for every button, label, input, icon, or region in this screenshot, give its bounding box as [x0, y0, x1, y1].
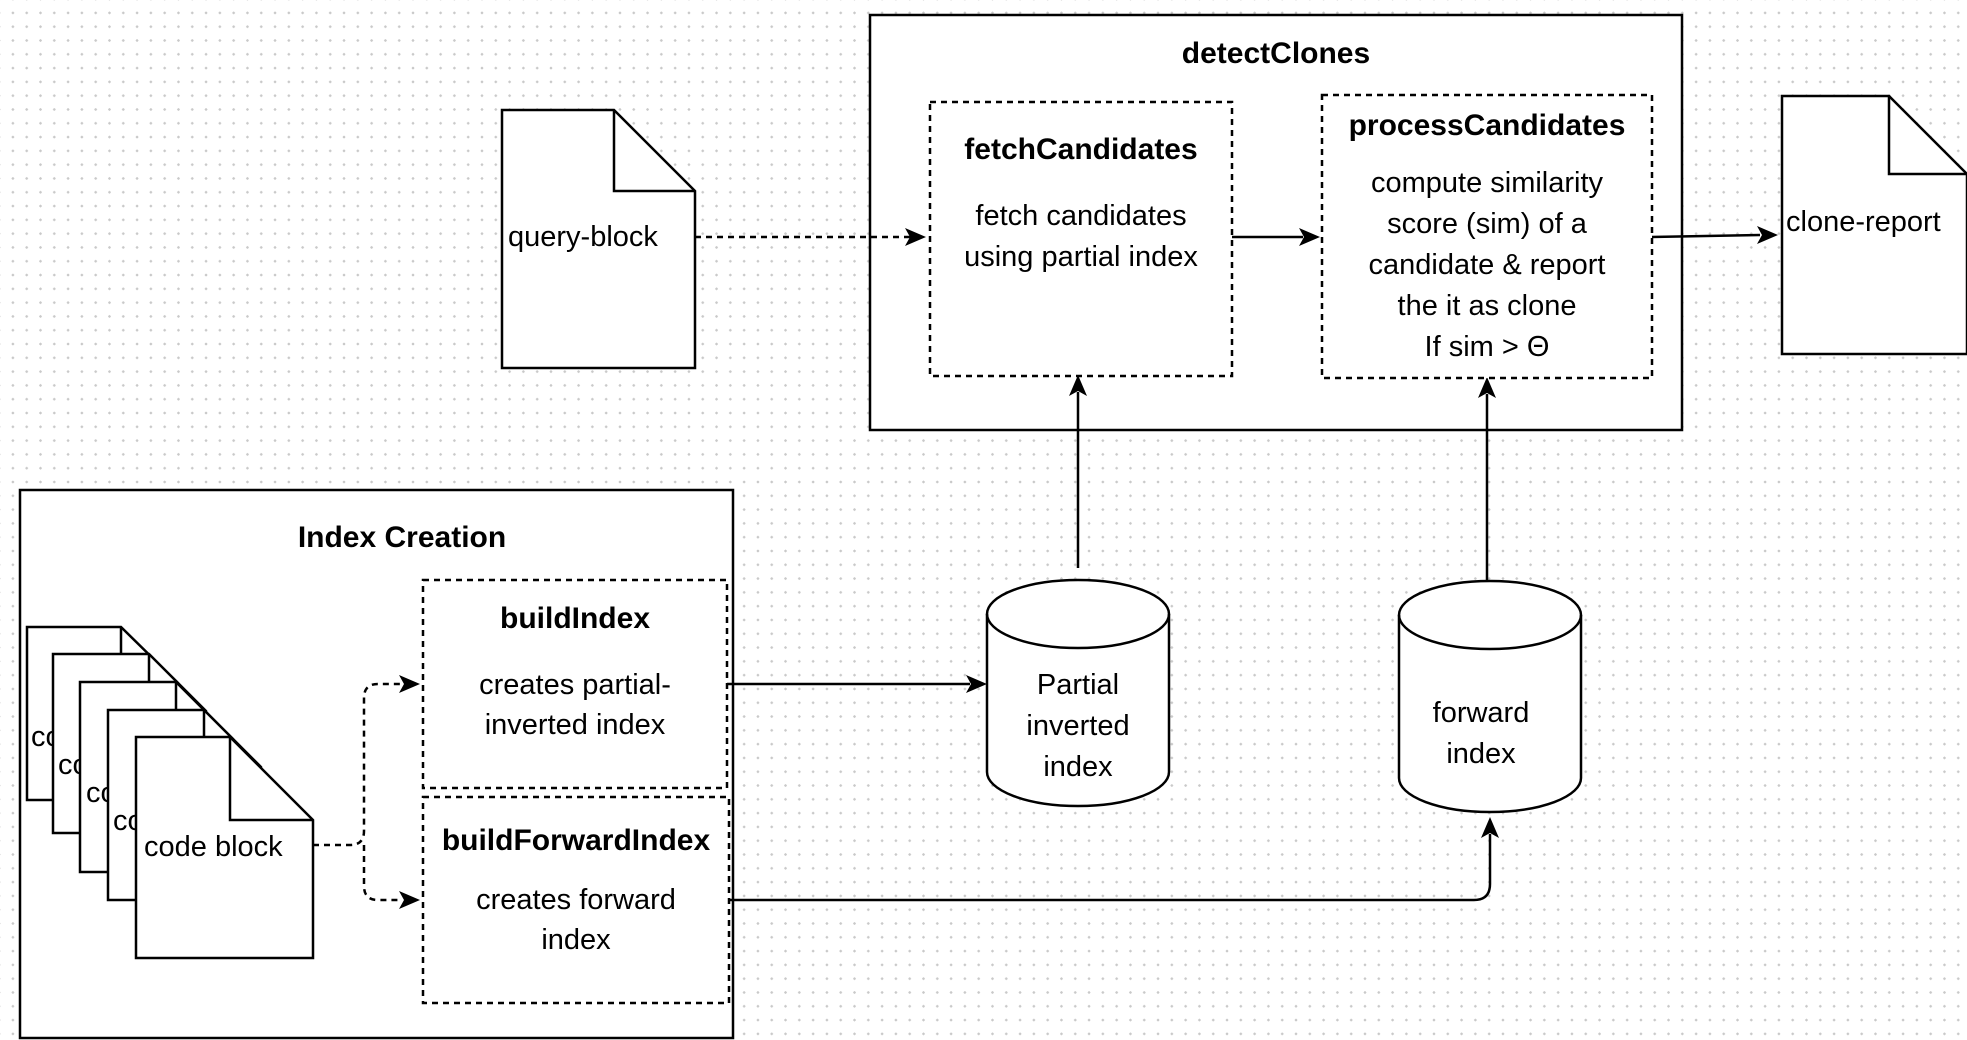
fetch-candidates-box: fetchCandidates fetch candidates using p…: [928, 100, 1234, 378]
clone-report-document: clone-report: [1780, 94, 1967, 356]
forward-index-label-line-1: forward: [1433, 697, 1530, 729]
code-block-document: code block: [134, 735, 315, 960]
process-candidates-desc-line-2: score (sim) of a: [1387, 208, 1588, 240]
forward-index-store: forward index: [1397, 579, 1583, 814]
process-candidates-desc-line-1: compute similarity: [1371, 167, 1604, 199]
build-forward-index-desc-line-1: creates forward: [476, 884, 676, 916]
clone-report-label: clone-report: [1786, 206, 1941, 238]
partial-inverted-index-store: Partial inverted index: [985, 578, 1171, 808]
build-forward-index-title: buildForwardIndex: [442, 824, 711, 857]
code-block-stack: co co co co code block: [25, 625, 315, 960]
arrowhead: [905, 228, 926, 246]
code-block-label: code block: [144, 831, 283, 863]
build-forward-index-box: buildForwardIndex creates forward index: [421, 795, 731, 1005]
partial-index-label-line-1: Partial: [1037, 669, 1119, 701]
edges: [313, 226, 1778, 909]
arrowhead: [399, 675, 420, 693]
build-index-desc-line-2: inverted index: [485, 709, 666, 741]
partial-index-label-line-3: index: [1043, 751, 1113, 783]
detect-clones-title: detectClones: [1182, 37, 1370, 70]
process-candidates-desc-line-5: If sim > Θ: [1425, 331, 1550, 363]
process-candidates-title: processCandidates: [1349, 109, 1626, 142]
query-block-document: query-block: [500, 108, 697, 370]
arrowhead: [1478, 377, 1496, 398]
arrowhead: [966, 675, 987, 693]
build-index-title: buildIndex: [500, 602, 650, 635]
query-block-label: query-block: [508, 221, 658, 253]
edge-build-forward-to-forward-index: [729, 834, 1492, 902]
process-candidates-desc-line-4: the it as clone: [1398, 290, 1577, 322]
edge-code-block-to-build-index: [313, 682, 402, 847]
build-index-box: buildIndex creates partial- inverted ind…: [421, 578, 729, 790]
fetch-candidates-title: fetchCandidates: [964, 133, 1197, 166]
edge-process-to-report: [1649, 233, 1761, 239]
arrowhead: [1069, 375, 1087, 396]
arrowhead: [399, 891, 420, 909]
fetch-candidates-desc-line-2: using partial index: [964, 241, 1198, 273]
fetch-candidates-desc-line-1: fetch candidates: [975, 200, 1186, 232]
arrowhead: [1481, 817, 1499, 838]
index-creation-title: Index Creation: [298, 521, 506, 554]
forward-index-label-line-2: index: [1446, 738, 1516, 770]
process-candidates-desc-line-3: candidate & report: [1369, 249, 1606, 281]
build-index-desc-line-1: creates partial-: [479, 669, 671, 701]
process-candidates-box: processCandidates compute similarity sco…: [1320, 93, 1654, 380]
partial-index-label-line-2: inverted: [1026, 710, 1129, 742]
arrowhead: [1299, 228, 1320, 246]
build-forward-index-desc-line-2: index: [541, 924, 611, 956]
arrowhead: [1757, 226, 1778, 244]
